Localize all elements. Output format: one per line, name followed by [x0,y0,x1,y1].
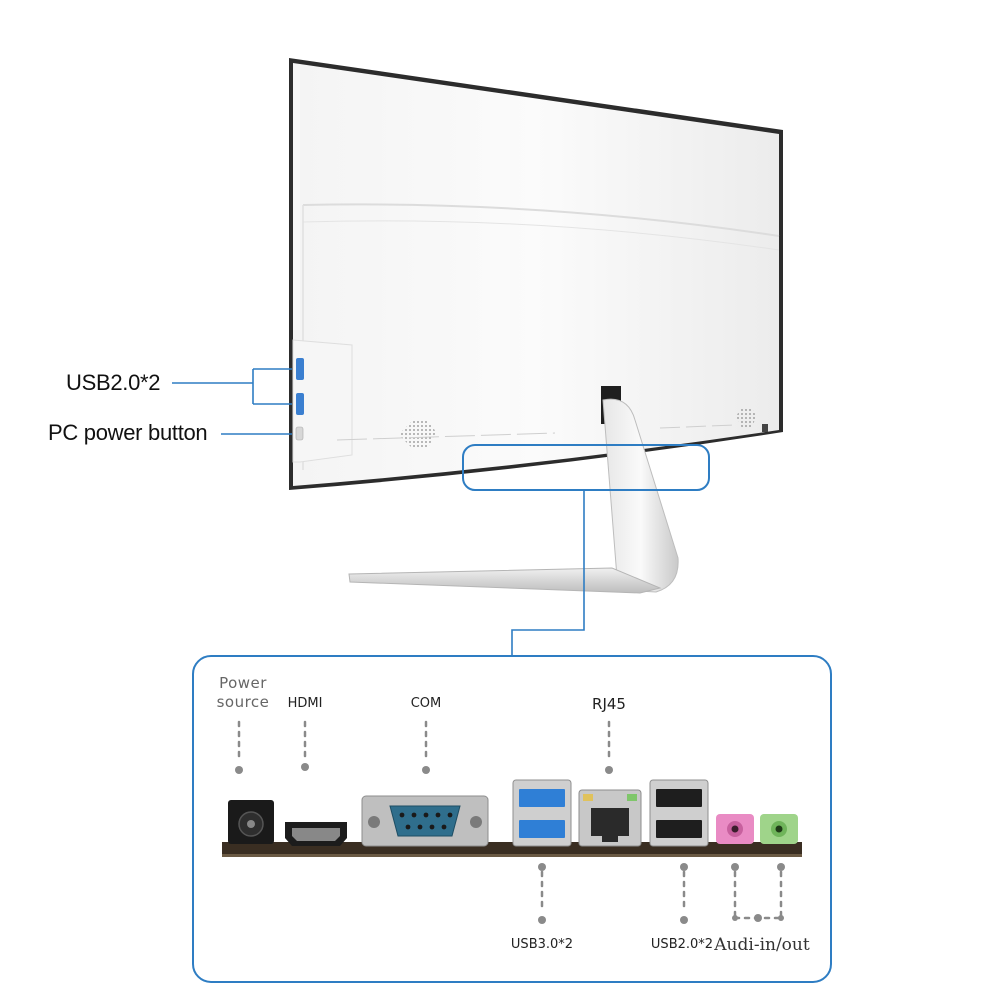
callout-power-button: PC power button [48,420,208,445]
io-panel-frame [192,655,832,983]
callout-usb-side: USB2.0*2 [66,370,161,395]
side-usb-port-2 [296,393,304,415]
highlight-connector [511,490,585,657]
speaker-grill-left [401,421,436,448]
side-callout-lines [172,368,292,435]
side-usb-port-1 [296,358,304,380]
port-leader-lines [237,720,783,920]
rear-housing-edge [302,203,780,237]
label-rj45: RJ45 [592,695,626,713]
label-com: COM [410,696,442,711]
com-port [361,795,489,847]
audio-jacks [716,814,798,844]
power-jack [228,800,274,844]
label-usb3: USB3.0*2 [510,937,574,952]
label-power-source: Power source [216,674,270,711]
kensington-slot [762,424,768,432]
stand-base [348,567,662,594]
monitor-back-panel [293,63,779,486]
hdmi-port [285,822,347,846]
label-hdmi: HDMI [287,696,323,711]
label-audio: Audi-in/out [714,935,810,955]
side-power-button [295,426,304,441]
usb2-ports [649,779,709,847]
label-usb2: USB2.0*2 [650,937,714,952]
speaker-grill-right [736,408,756,428]
rear-io-highlight [462,444,710,491]
usb3-ports [512,779,572,847]
rj45-port [578,789,642,847]
stand-neck [602,398,679,593]
side-io-housing [292,339,353,463]
